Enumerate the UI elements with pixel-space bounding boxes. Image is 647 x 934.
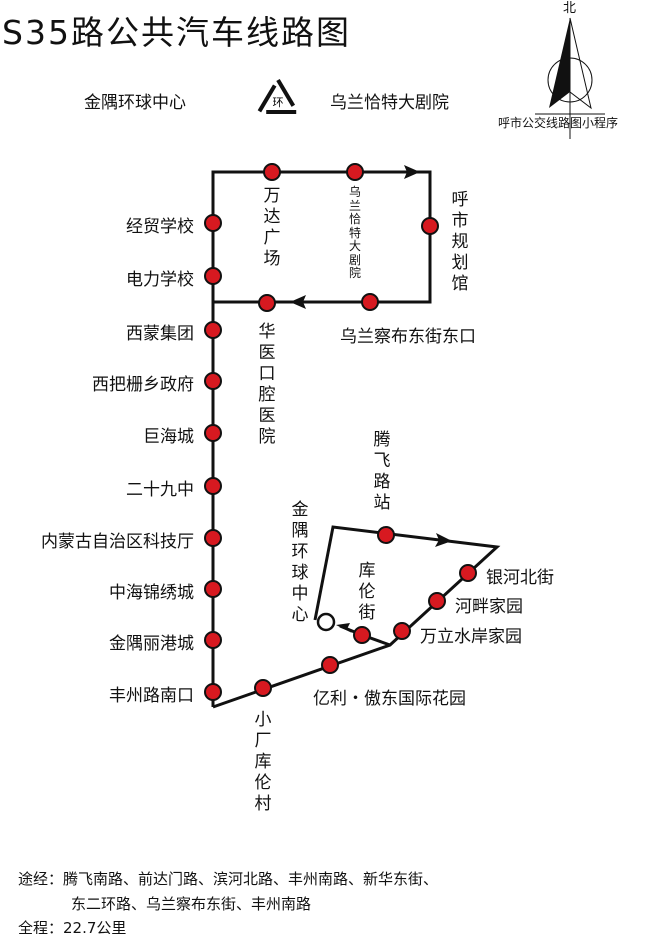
stop-label: 乌兰察布东街东口 — [340, 327, 476, 347]
stop-label: 西蒙集团 — [126, 324, 194, 344]
stop-label: 呼市规划馆 — [451, 190, 469, 294]
via-line-2: 东二环路、乌兰察布东街、丰州南路 — [71, 895, 312, 913]
stop-label: 乌兰恰特大剧院 — [348, 185, 361, 280]
stop-marker — [204, 477, 222, 495]
stop-marker — [361, 293, 379, 311]
compass-icon — [535, 17, 605, 139]
page-title: S35路公共汽车线路图 — [2, 13, 351, 52]
terminal-stop-marker — [316, 612, 336, 632]
stop-label: 河畔家园 — [455, 597, 523, 617]
stop-marker — [321, 656, 339, 674]
stop-marker — [459, 564, 477, 582]
stop-label: 巨海城 — [143, 427, 194, 447]
stop-marker — [204, 631, 222, 649]
stop-marker — [254, 679, 272, 697]
loop-icon: 环 — [255, 76, 301, 114]
stop-marker — [204, 529, 222, 547]
stop-label: 电力学校 — [126, 270, 194, 290]
stop-label: 华医口腔医院 — [258, 322, 276, 447]
route-length: 全程：22.7公里 — [18, 919, 127, 934]
loop-icon-label: 环 — [273, 96, 284, 109]
stop-label: 亿利・傲东国际花园 — [313, 689, 466, 709]
via-label: 途经： — [18, 870, 64, 888]
stop-label: 丰州路南口 — [109, 686, 194, 706]
stop-label: 中海锦绣城 — [109, 583, 194, 603]
stop-label: 二十九中 — [126, 480, 194, 500]
stop-marker — [421, 217, 439, 235]
compass-credit: 呼市公交线路图小程序 — [498, 116, 619, 130]
stop-label: 内蒙古自治区科技厅 — [41, 532, 194, 552]
route-lines — [204, 163, 501, 709]
stop-marker — [263, 163, 281, 181]
stop-marker — [353, 626, 371, 644]
stop-label: 经贸学校 — [126, 217, 194, 237]
stop-label: 小厂库伦村 — [254, 710, 272, 814]
stop-label: 金隅环球中心 — [291, 500, 309, 625]
stop-label: 库伦街 — [358, 561, 376, 623]
stop-marker — [393, 622, 411, 640]
compass-north: 北 — [563, 1, 577, 16]
stop-marker — [204, 321, 222, 339]
loop-end-label: 乌兰恰特大剧院 — [330, 93, 449, 113]
stop-label: 腾飞路站 — [373, 430, 391, 513]
stop-label: 万立水岸家园 — [420, 627, 522, 647]
via-line-1: 腾飞南路、前达门路、滨河北路、丰州南路、新华东街、 — [63, 870, 439, 888]
stop-label: 万达广场 — [263, 186, 281, 269]
stop-marker — [258, 294, 276, 312]
stop-marker — [204, 683, 222, 701]
stop-marker — [346, 163, 364, 181]
stop-label: 金隅丽港城 — [109, 634, 194, 654]
stop-marker — [428, 592, 446, 610]
stop-marker — [204, 372, 222, 390]
stop-label: 银河北街 — [486, 568, 554, 588]
stop-marker — [204, 580, 222, 598]
loop-start-label: 金隅环球中心 — [84, 93, 186, 113]
stop-marker — [204, 424, 222, 442]
stop-marker — [204, 267, 222, 285]
stop-label: 西把栅乡政府 — [92, 375, 194, 395]
stop-marker — [204, 214, 222, 232]
stop-marker — [377, 526, 395, 544]
